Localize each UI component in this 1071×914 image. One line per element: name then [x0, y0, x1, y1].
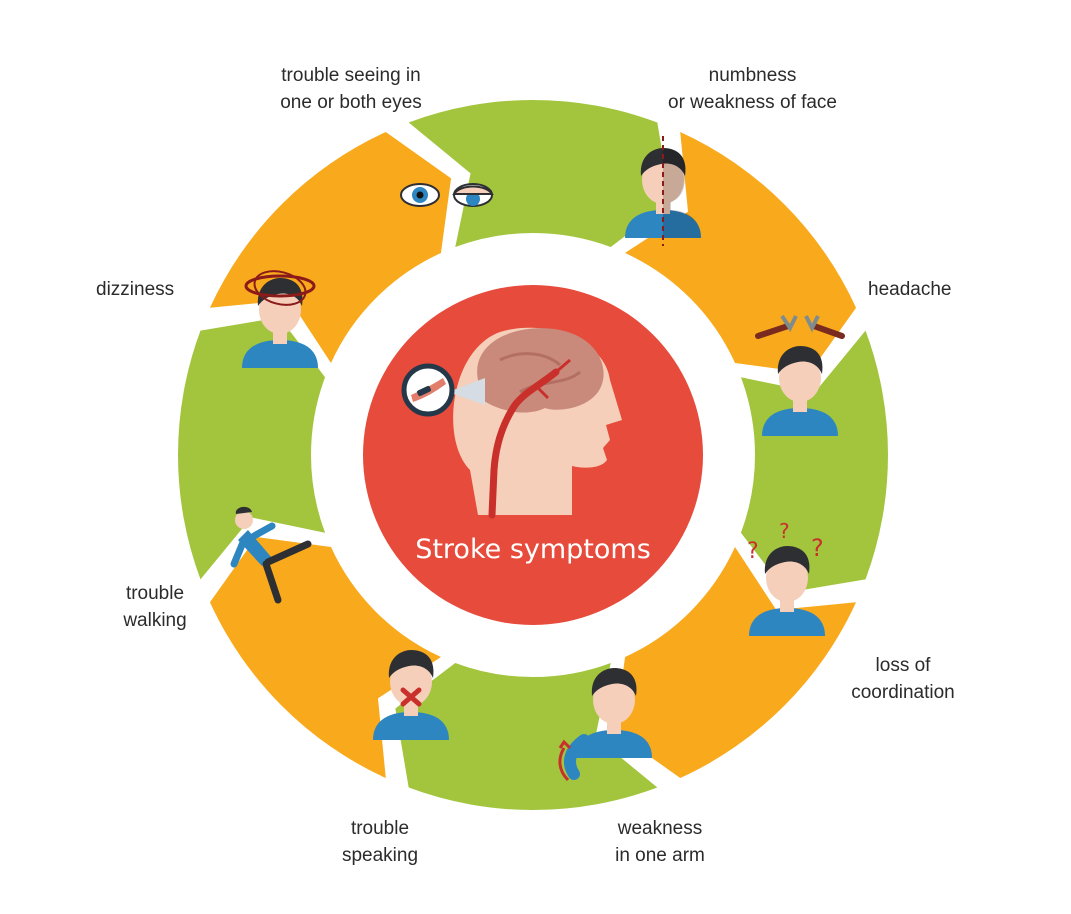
ring-segment-walking [178, 317, 326, 580]
symptom-ring [178, 99, 888, 810]
half-face-icon [625, 136, 701, 246]
eyes-icon [400, 183, 494, 207]
ring-segment-speaking [209, 536, 441, 779]
ring-segment-headache [740, 330, 888, 593]
symptom-label-headache: headache [868, 279, 952, 300]
svg-text:?: ? [779, 519, 790, 543]
brain-head-icon [401, 327, 622, 519]
symptom-label-dizziness: dizziness [96, 279, 175, 300]
falling-person-icon [230, 506, 312, 604]
weak-arm-icon [558, 668, 652, 782]
svg-text:?: ? [811, 534, 824, 562]
dizzy-person-icon [242, 270, 318, 368]
headache-icon [755, 314, 845, 436]
confused-person-icon: ? ? ? [747, 519, 825, 636]
ring-segment-coordination [614, 547, 857, 779]
ring-segment-arm [395, 662, 658, 810]
mouth-cross-icon [373, 650, 449, 740]
svg-text:?: ? [747, 539, 759, 564]
ring-segment-dizziness [209, 131, 452, 363]
center-title: Stroke symptoms [415, 534, 651, 565]
ring-segment-face [625, 131, 857, 374]
ring-segment-vision [408, 99, 671, 248]
symptom-icons: ? ? ? [230, 136, 845, 782]
